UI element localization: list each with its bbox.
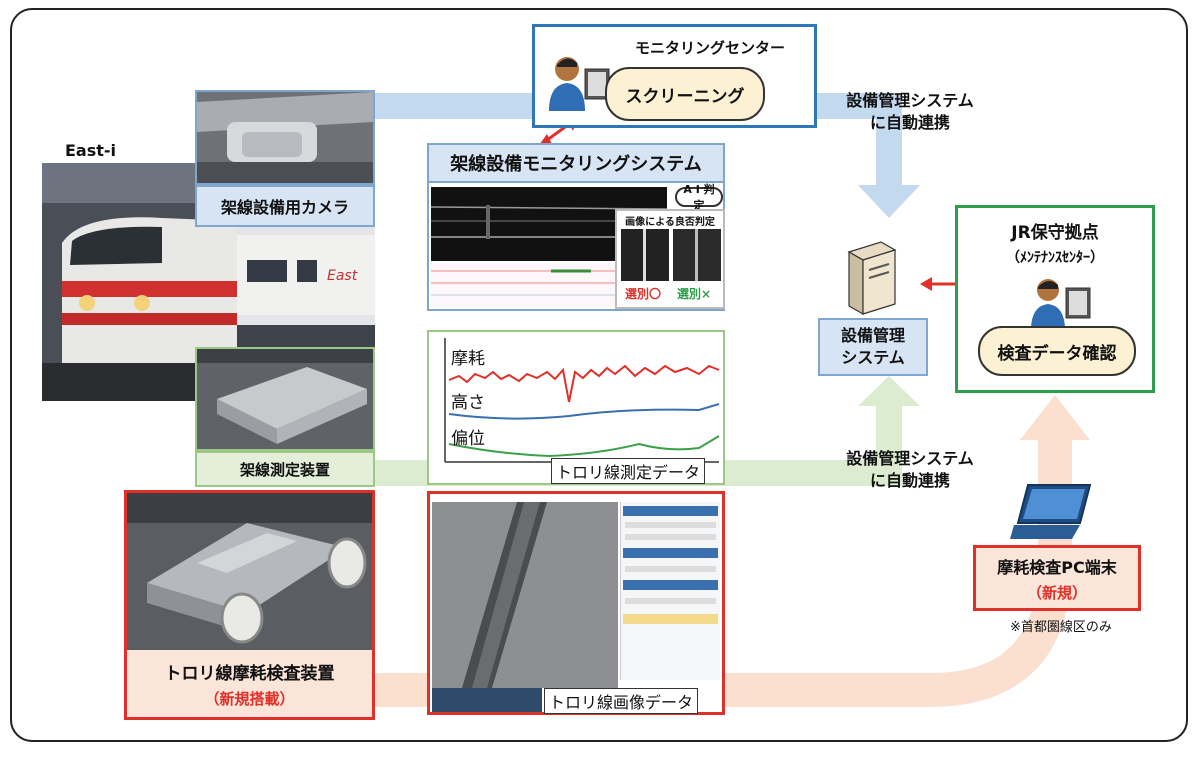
ai-badge: A I 判 定 xyxy=(675,183,723,212)
pc-terminal-sub: （新規） xyxy=(1026,583,1087,602)
measure-device-photo xyxy=(195,347,375,451)
image-panel: トロリ線画像データ xyxy=(427,491,725,715)
image-settings-panel xyxy=(620,502,720,680)
judge-label: 画像による良否判定 xyxy=(625,217,715,228)
operator-icon-jr xyxy=(1031,279,1091,330)
blue-band-right xyxy=(870,93,902,119)
zoom-controls xyxy=(432,688,542,712)
laptop-icon xyxy=(1010,484,1092,539)
pc-terminal-box: 摩耗検査PC端末 （新規） xyxy=(973,545,1141,611)
judge-panel: 画像による良否判定 選別〇 選別× xyxy=(615,209,725,309)
wear-device-photo xyxy=(124,490,375,650)
sync-bottom-text: 設備管理システム に自動連携 xyxy=(825,446,995,494)
monitoring-system-title: 架線設備モニタリングシステム xyxy=(427,143,725,183)
jr-base-box: JR保守拠点 （ﾒﾝﾃﾅﾝｽｾﾝﾀｰ） 検査データ確認 xyxy=(955,205,1155,393)
green-up-head xyxy=(858,376,920,406)
sync-bottom-line2: に自動連携 xyxy=(869,471,950,490)
wear-device-label-box: トロリ線摩耗検査装置 （新規搭載） xyxy=(124,650,375,720)
inspect-data-pill: 検査データ確認 xyxy=(978,326,1136,376)
camera-photo xyxy=(195,90,375,185)
height-line xyxy=(448,403,720,420)
height-label: 高さ xyxy=(451,393,485,413)
diagram-frame xyxy=(10,8,1188,742)
wire-image xyxy=(432,502,618,688)
monitoring-center-box: モニタリングセンター スクリーニング xyxy=(532,24,817,128)
wear-device-sub: （新規搭載） xyxy=(204,689,295,708)
ok-thumb xyxy=(621,229,669,281)
sync-top-text: 設備管理システム に自動連携 xyxy=(825,88,995,136)
sync-top-line2: に自動連携 xyxy=(869,113,950,132)
green-up-shaft xyxy=(876,405,902,486)
ng-label: 選別× xyxy=(677,287,712,301)
wear-line xyxy=(448,364,720,403)
image-caption: トロリ線画像データ xyxy=(544,688,699,714)
server-icon xyxy=(847,241,897,316)
monitoring-center-title: モニタリングセンター xyxy=(635,39,786,57)
svg-text:East: East xyxy=(327,268,358,284)
pc-terminal-note: ※首都圏線区のみ xyxy=(1010,620,1112,635)
monitoring-system-screen: A I 判 定 画像による良否判定 選別〇 選別× xyxy=(427,183,725,311)
measure-chart-caption: トロリ線測定データ xyxy=(551,458,706,484)
offset-line xyxy=(448,435,720,458)
screening-pill: スクリーニング xyxy=(605,67,765,121)
blue-down-shaft xyxy=(876,119,902,185)
sync-bottom-line1: 設備管理システム xyxy=(846,449,974,468)
jr-base-title: JR保守拠点 xyxy=(1011,223,1099,243)
camera-label: 架線設備用カメラ xyxy=(195,185,375,227)
measure-device-label: 架線測定装置 xyxy=(195,451,375,487)
peach-head xyxy=(1020,395,1090,440)
blue-down-head xyxy=(858,185,920,218)
train-name: East-i xyxy=(65,141,117,160)
operator-icon xyxy=(549,57,610,111)
offset-label: 偏位 xyxy=(451,429,485,449)
server-label: 設備管理 システム xyxy=(818,318,928,376)
sync-top-line1: 設備管理システム xyxy=(846,91,974,110)
server-line2: システム xyxy=(841,348,905,367)
ng-thumb xyxy=(673,229,721,281)
pc-terminal-title: 摩耗検査PC端末 xyxy=(997,557,1117,577)
wear-label: 摩耗 xyxy=(451,349,485,369)
wear-device-label: トロリ線摩耗検査装置 xyxy=(164,663,335,684)
jr-base-sub: （ﾒﾝﾃﾅﾝｽｾﾝﾀｰ） xyxy=(1006,250,1104,266)
server-line1: 設備管理 xyxy=(840,326,905,345)
ok-label: 選別〇 xyxy=(625,287,662,301)
measure-chart-panel: 摩耗 高さ 偏位 トロリ線測定データ xyxy=(427,330,725,485)
